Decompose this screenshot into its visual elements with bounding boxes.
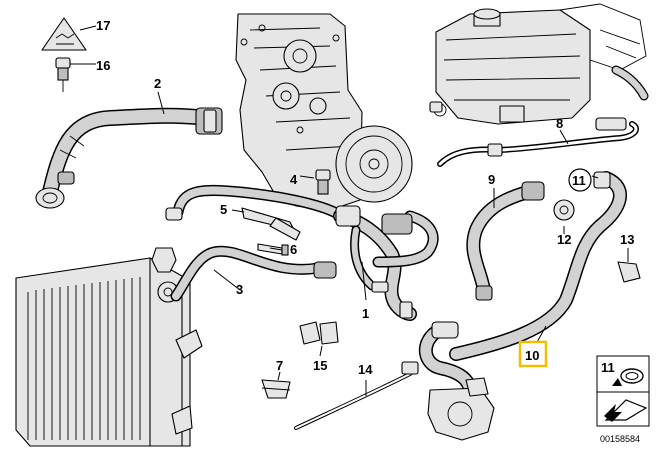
callout-13: 13 bbox=[620, 232, 634, 247]
callout-14: 14 bbox=[358, 362, 373, 377]
callout-3: 3 bbox=[236, 282, 243, 297]
connectors bbox=[35, 101, 627, 339]
radiator bbox=[15, 257, 203, 447]
callout-4: 4 bbox=[290, 172, 298, 187]
legend-box: 11 bbox=[596, 355, 650, 427]
callout-16: 16 bbox=[96, 58, 110, 73]
callout-11-circle bbox=[568, 168, 592, 192]
hose-clamp-icon bbox=[612, 368, 644, 386]
callout-7: 7 bbox=[276, 358, 283, 373]
callout-10: 10 bbox=[525, 348, 539, 363]
callout-2: 2 bbox=[154, 76, 161, 91]
callout-1: 1 bbox=[362, 306, 369, 321]
callout-17: 17 bbox=[96, 18, 110, 33]
highlight-box bbox=[518, 340, 548, 368]
callout-5: 5 bbox=[220, 202, 227, 217]
callouts: 2 3 4 5 6 1 8 9 12 13 15 7 14 16 17 11 1… bbox=[96, 18, 634, 377]
leader-lines bbox=[70, 25, 629, 396]
reference-number: 00158584 bbox=[600, 434, 640, 444]
callout-8: 8 bbox=[556, 116, 563, 131]
callout-9: 9 bbox=[488, 172, 495, 187]
hoses bbox=[42, 107, 639, 399]
part-arrow-icon bbox=[604, 399, 648, 422]
callout-12: 12 bbox=[557, 232, 571, 247]
expansion-tank bbox=[433, 3, 649, 125]
engine-block bbox=[235, 13, 413, 211]
callout-15: 15 bbox=[313, 358, 327, 373]
small-parts bbox=[41, 17, 641, 441]
callout-6: 6 bbox=[290, 242, 297, 257]
callout-11: 11 bbox=[572, 173, 586, 188]
legend-callout: 11 bbox=[601, 360, 615, 375]
